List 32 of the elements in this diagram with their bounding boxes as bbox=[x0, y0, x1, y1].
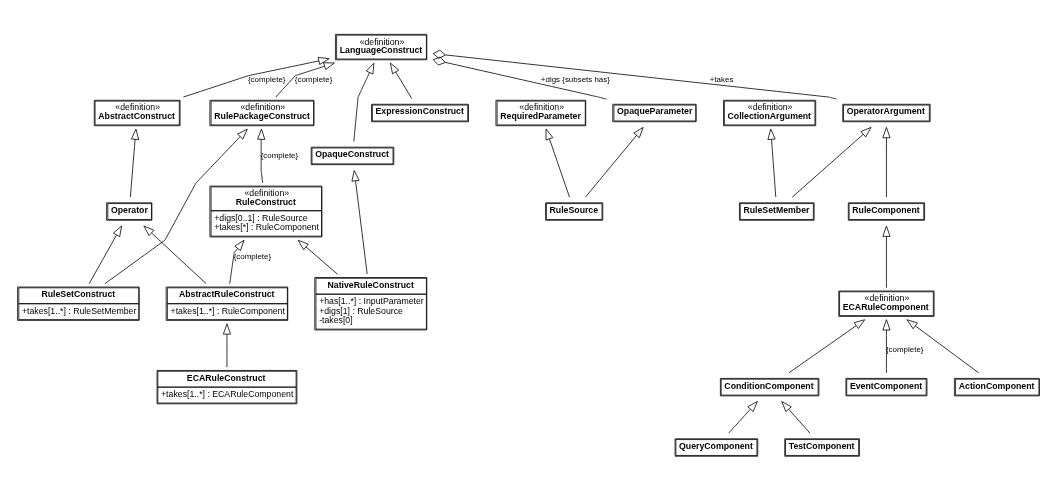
arrow bbox=[104, 128, 248, 285]
arrow bbox=[275, 62, 335, 98]
arrow bbox=[129, 128, 140, 198]
arrow bbox=[143, 225, 207, 285]
arrow bbox=[88, 225, 122, 285]
arrow bbox=[222, 323, 231, 368]
arrow bbox=[791, 127, 872, 198]
connector bbox=[432, 49, 837, 100]
arrow bbox=[882, 319, 891, 374]
arrow bbox=[257, 128, 266, 184]
arrow bbox=[788, 319, 866, 374]
arrow bbox=[183, 56, 330, 98]
edge-label: {complete} bbox=[294, 75, 333, 85]
arrow bbox=[728, 401, 758, 434]
arrow bbox=[585, 127, 644, 198]
connector bbox=[432, 56, 607, 100]
arrow bbox=[767, 128, 777, 198]
arrow bbox=[906, 319, 980, 374]
arrow bbox=[545, 128, 570, 198]
edge-label: +takes bbox=[709, 75, 734, 85]
arrow bbox=[229, 239, 245, 285]
arrow bbox=[351, 170, 368, 275]
arrow bbox=[389, 62, 413, 99]
arrow bbox=[882, 225, 891, 289]
edge-label: {complete} bbox=[247, 75, 286, 85]
edge-label: +digs {subsets has} bbox=[540, 75, 610, 85]
edge-label: {complete} bbox=[233, 252, 272, 262]
arrow bbox=[781, 401, 811, 434]
arrow bbox=[353, 62, 375, 142]
arrow bbox=[297, 239, 338, 275]
arrow bbox=[882, 127, 891, 198]
edge-label: {complete} bbox=[260, 150, 299, 160]
